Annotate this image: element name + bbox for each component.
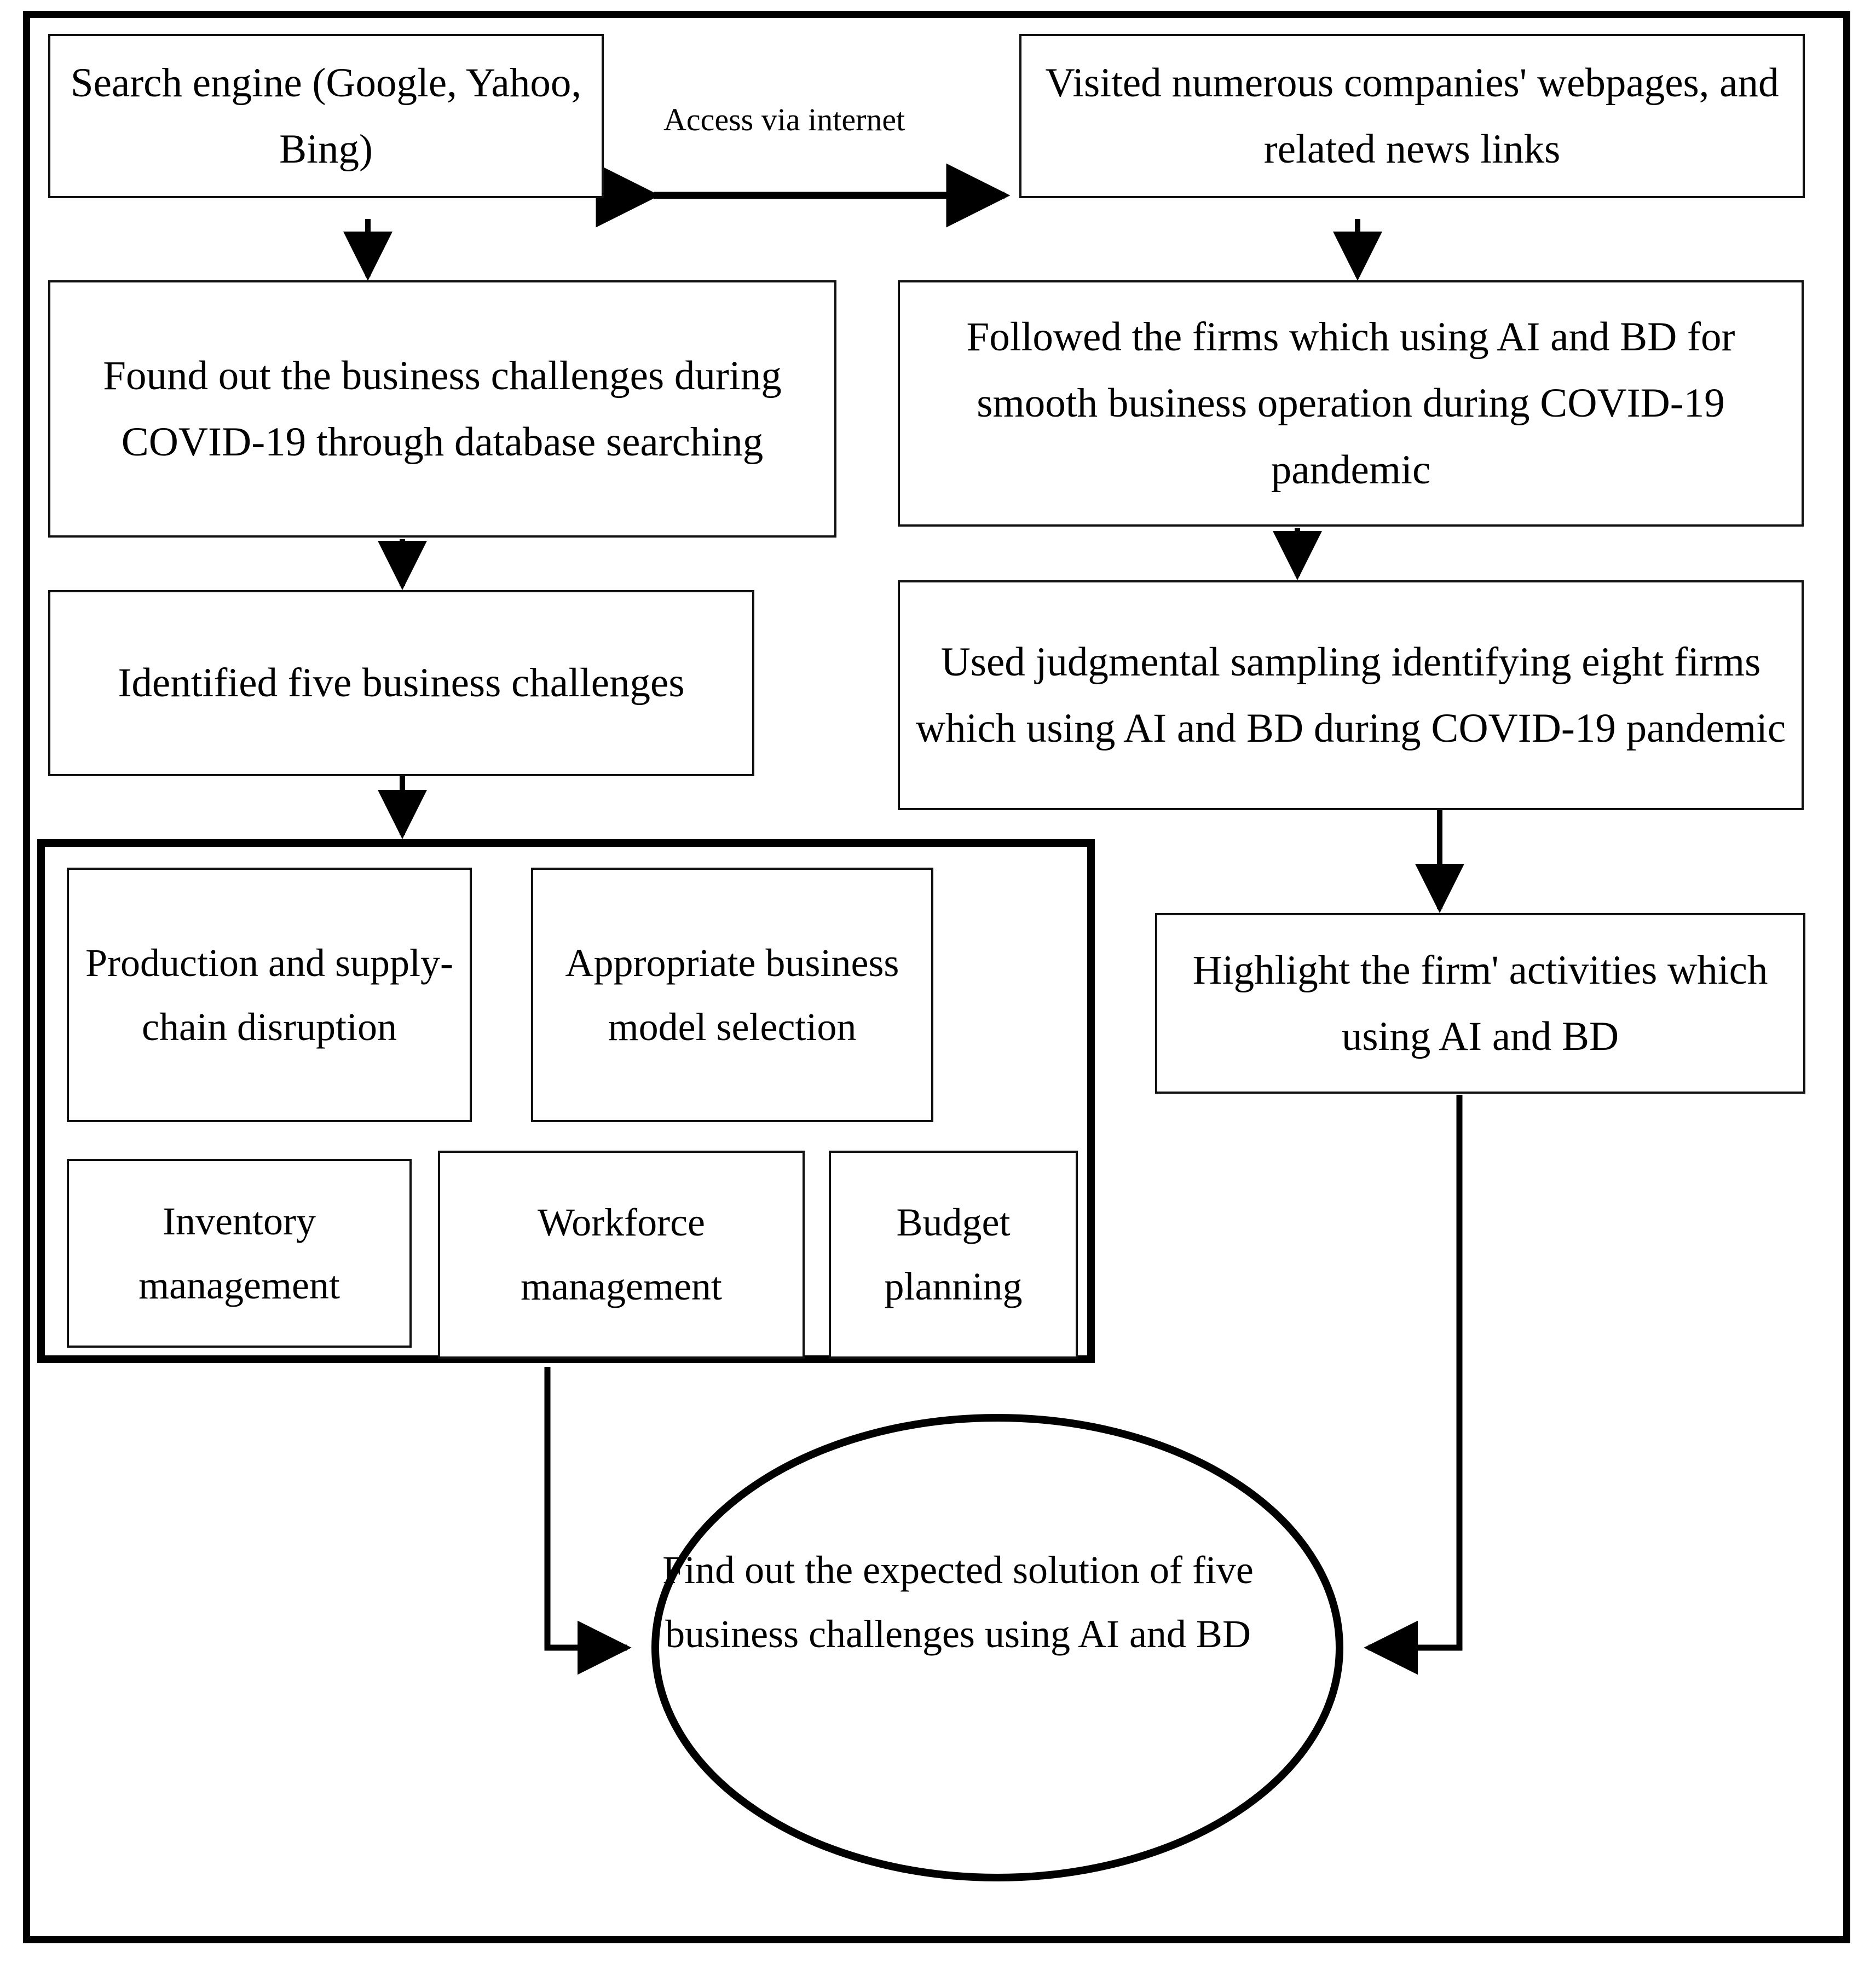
challenge-label-business-model: Appropriate business model selection <box>565 940 899 1049</box>
node-visited-webpages-label: Visited numerous companies' webpages, an… <box>1045 60 1779 172</box>
node-search-engine-label: Search engine (Google, Yahoo, Bing) <box>70 60 582 172</box>
node-highlight-activities-label: Highlight the firm' activities which usi… <box>1192 947 1768 1060</box>
challenge-label-inventory: Inventory management <box>138 1199 340 1307</box>
node-highlight-activities[interactable]: Highlight the firm' activities which usi… <box>1155 913 1805 1094</box>
node-followed-firms[interactable]: Followed the firms which using AI and BD… <box>898 280 1804 527</box>
node-found-challenges-label: Found out the business challenges during… <box>103 353 782 465</box>
node-visited-webpages[interactable]: Visited numerous companies' webpages, an… <box>1019 34 1805 198</box>
challenge-box-production[interactable]: Production and supply-chain disruption <box>67 868 472 1122</box>
edge-label-access-via-internet: Access via internet <box>663 102 905 137</box>
diagram-outer-border <box>23 11 1850 1943</box>
challenges-group-box: Production and supply-chain disruption A… <box>37 839 1095 1363</box>
challenge-box-inventory[interactable]: Inventory management <box>67 1159 412 1348</box>
node-judgmental-sampling[interactable]: Used judgmental sampling identifying eig… <box>898 580 1804 810</box>
challenge-label-budget: Budget planning <box>884 1200 1023 1308</box>
challenge-label-production: Production and supply-chain disruption <box>85 940 453 1049</box>
outcome-label: Find out the expected solution of five b… <box>662 1548 1254 1656</box>
challenge-box-workforce[interactable]: Workforce management <box>438 1151 805 1359</box>
challenge-box-budget[interactable]: Budget planning <box>829 1151 1078 1359</box>
challenge-label-workforce: Workforce management <box>521 1200 722 1308</box>
node-judgmental-sampling-label: Used judgmental sampling identifying eig… <box>915 639 1786 752</box>
node-found-challenges[interactable]: Found out the business challenges during… <box>48 280 836 538</box>
node-search-engine[interactable]: Search engine (Google, Yahoo, Bing) <box>48 34 604 198</box>
node-identified-five[interactable]: Identified five business challenges <box>48 590 754 776</box>
node-followed-firms-label: Followed the firms which using AI and BD… <box>966 314 1735 493</box>
node-identified-five-label: Identified five business challenges <box>118 660 685 706</box>
challenge-box-business-model[interactable]: Appropriate business model selection <box>531 868 933 1122</box>
